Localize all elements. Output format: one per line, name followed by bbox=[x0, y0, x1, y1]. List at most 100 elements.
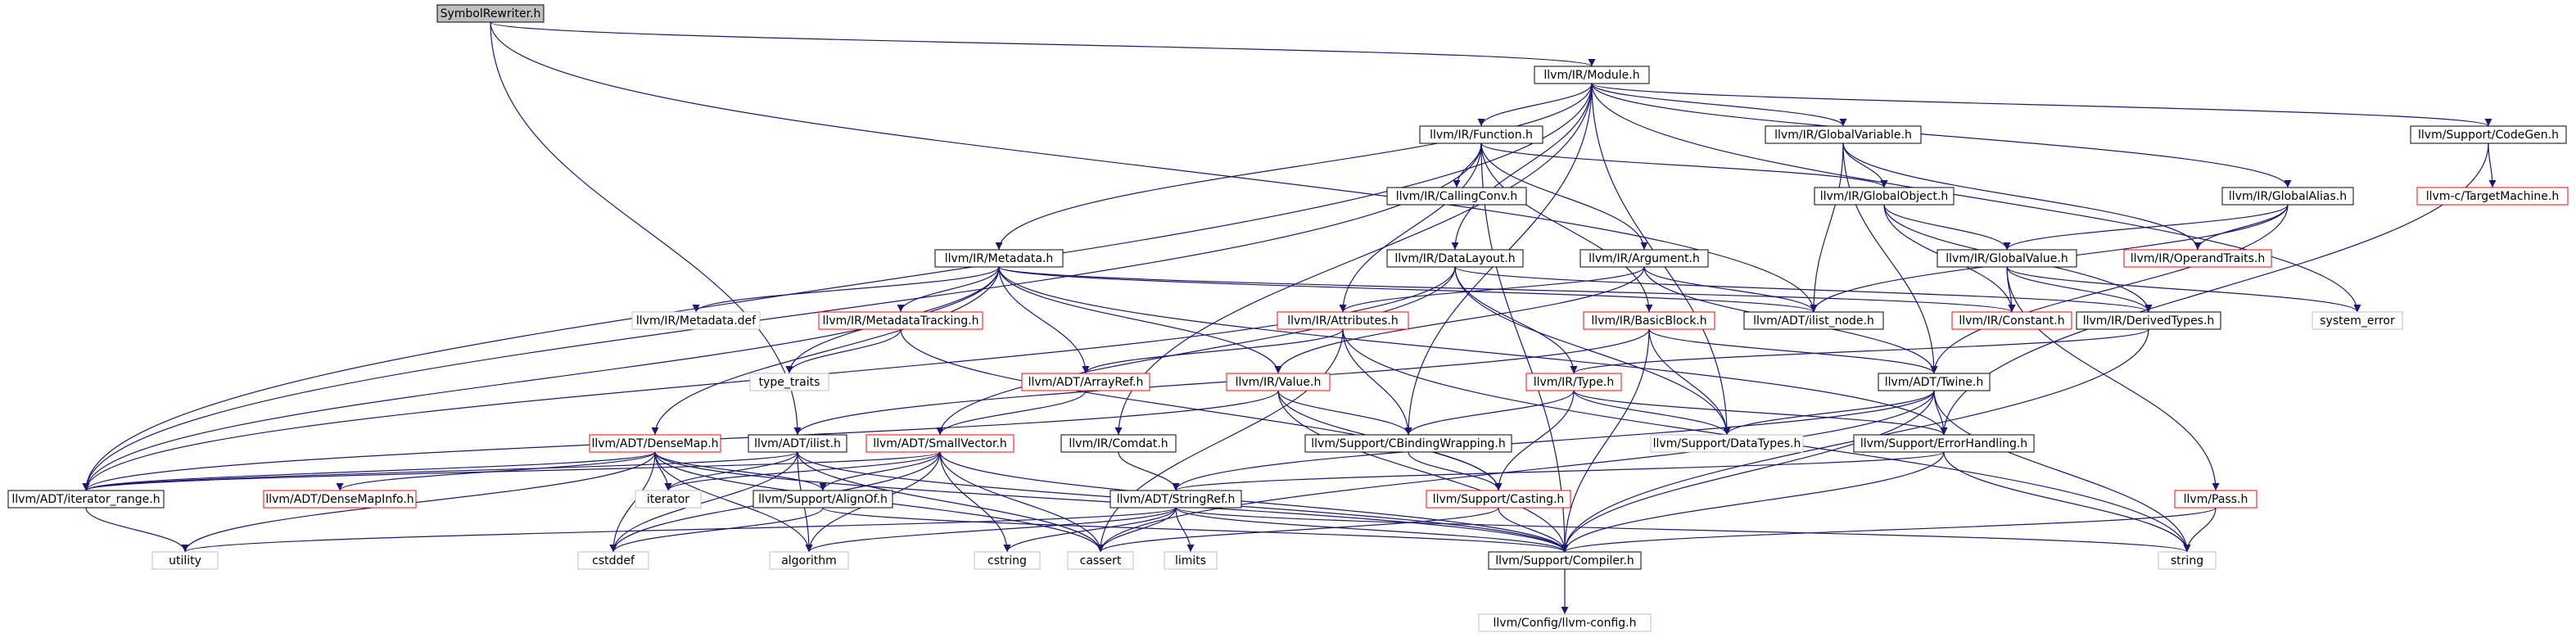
edge-metadata-to-ilistnode bbox=[998, 266, 1818, 313]
node-box bbox=[865, 434, 1015, 453]
edge-casting-to-cassert bbox=[1096, 507, 1499, 553]
node-basicblock[interactable]: llvm/IR/BasicBlock.h bbox=[1583, 311, 1715, 330]
node-arrayref[interactable]: llvm/ADT/ArrayRef.h bbox=[1021, 373, 1150, 391]
node-box bbox=[748, 434, 847, 453]
edge-twine-to-stringref bbox=[1172, 390, 1935, 491]
node-targetmachine[interactable]: llvm-c/TargetMachine.h bbox=[2416, 187, 2569, 206]
edge-metadata-to-value bbox=[998, 266, 1282, 374]
edge-sr-to-module bbox=[490, 21, 1595, 67]
node-box bbox=[2158, 551, 2217, 570]
node-stringref[interactable]: llvm/ADT/StringRef.h bbox=[1109, 490, 1242, 509]
node-twine[interactable]: llvm/ADT/Twine.h bbox=[1878, 373, 1991, 391]
node-datalayout[interactable]: llvm/IR/DataLayout.h bbox=[1386, 249, 1524, 268]
node-function[interactable]: llvm/IR/Function.h bbox=[1419, 125, 1543, 144]
node-errorhandling[interactable]: llvm/Support/ErrorHandling.h bbox=[1853, 434, 2035, 453]
edge-function-to-attributes bbox=[1339, 142, 1482, 313]
node-compiler[interactable]: llvm/Support/Compiler.h bbox=[1488, 551, 1642, 570]
node-cstddef[interactable]: cstddef bbox=[577, 551, 649, 570]
node-string[interactable]: string bbox=[2158, 551, 2217, 570]
edge-smallvector-to-iteratorrange bbox=[82, 451, 941, 491]
node-typetraits[interactable]: type_traits bbox=[749, 373, 829, 391]
node-label: llvm/IR/GlobalObject.h bbox=[1820, 190, 1949, 203]
node-ilistnode[interactable]: llvm/ADT/ilist_node.h bbox=[1743, 311, 1884, 330]
edge-codegen-to-errorhandling bbox=[1940, 142, 2489, 436]
node-ilist[interactable]: llvm/ADT/ilist.h bbox=[748, 434, 847, 453]
node-callingconv[interactable]: llvm/IR/CallingConv.h bbox=[1386, 187, 1527, 206]
node-iteratorrange[interactable]: llvm/ADT/iterator_range.h bbox=[7, 490, 165, 509]
edge-ilist-to-cstddef bbox=[609, 451, 798, 553]
edge-cbindingwrapping-to-casting bbox=[1408, 451, 1503, 491]
node-box bbox=[2076, 311, 2221, 330]
node-box bbox=[589, 434, 721, 453]
node-iterator[interactable]: iterator bbox=[635, 490, 702, 509]
node-label: llvm/ADT/StringRef.h bbox=[1117, 493, 1236, 506]
node-label: llvm/Support/ErrorHandling.h bbox=[1860, 437, 2027, 450]
node-label: system_error bbox=[2320, 314, 2395, 328]
node-label: algorithm bbox=[781, 554, 837, 567]
node-label: llvm/IR/Value.h bbox=[1236, 376, 1322, 389]
edge-function-to-argument bbox=[1480, 142, 1648, 251]
node-derivedtypes[interactable]: llvm/IR/DerivedTypes.h bbox=[2076, 311, 2221, 330]
edge-ilist-to-cassert bbox=[797, 451, 1105, 553]
node-globalalias[interactable]: llvm/IR/GlobalAlias.h bbox=[2221, 187, 2354, 206]
node-box bbox=[631, 311, 761, 330]
node-metadata[interactable]: llvm/IR/Metadata.h bbox=[934, 249, 1064, 268]
node-box bbox=[1878, 373, 1991, 391]
edge-metadata-to-errorhandling bbox=[998, 266, 1948, 436]
edge-smallvector-to-cstring bbox=[939, 451, 1011, 553]
node-cbindingwrapping[interactable]: llvm/Support/CBindingWrapping.h bbox=[1304, 434, 1512, 453]
node-pass[interactable]: llvm/Pass.h bbox=[2174, 490, 2257, 509]
node-globalvariable[interactable]: llvm/IR/GlobalVariable.h bbox=[1765, 125, 1922, 144]
node-label: llvm/IR/MetadataTracking.h bbox=[823, 314, 979, 328]
node-codegen[interactable]: llvm/Support/CodeGen.h bbox=[2410, 125, 2567, 144]
node-label: llvm/Support/CodeGen.h bbox=[2418, 129, 2559, 142]
node-value[interactable]: llvm/IR/Value.h bbox=[1226, 373, 1331, 391]
edge-stringref-to-string bbox=[1175, 507, 2191, 553]
node-label: llvm/ADT/DenseMapInfo.h bbox=[265, 493, 414, 506]
node-module[interactable]: llvm/IR/Module.h bbox=[1534, 66, 1650, 84]
node-box bbox=[1067, 551, 1134, 570]
node-cstring[interactable]: cstring bbox=[974, 551, 1041, 570]
node-label: llvm/IR/Type.h bbox=[1534, 376, 1614, 389]
node-casting[interactable]: llvm/Support/Casting.h bbox=[1426, 490, 1571, 509]
edge-twine-to-string bbox=[1933, 390, 2191, 553]
node-densemap[interactable]: llvm/ADT/DenseMap.h bbox=[589, 434, 721, 453]
node-constant[interactable]: llvm/IR/Constant.h bbox=[1951, 311, 2072, 330]
node-globalvalue[interactable]: llvm/IR/GlobalValue.h bbox=[1937, 249, 2077, 268]
node-box bbox=[1419, 125, 1543, 144]
node-attributes[interactable]: llvm/IR/Attributes.h bbox=[1277, 311, 1409, 330]
node-argument[interactable]: llvm/IR/Argument.h bbox=[1579, 249, 1709, 268]
edge-metadata-to-densemap bbox=[651, 266, 1000, 436]
node-systemerror[interactable]: system_error bbox=[2312, 311, 2403, 330]
node-cassert[interactable]: cassert bbox=[1067, 551, 1134, 570]
node-type[interactable]: llvm/IR/Type.h bbox=[1525, 373, 1622, 391]
node-limits[interactable]: limits bbox=[1164, 551, 1218, 570]
edge-stringref-to-limits bbox=[1175, 507, 1195, 553]
node-datatypes[interactable]: llvm/Support/DataTypes.h bbox=[1650, 434, 1804, 453]
node-label: llvm/Config/llvm-config.h bbox=[1494, 617, 1637, 630]
node-box bbox=[1426, 490, 1571, 509]
node-algorithm[interactable]: algorithm bbox=[769, 551, 849, 570]
node-box bbox=[1579, 249, 1709, 268]
node-operandtraits[interactable]: llvm/IR/OperandTraits.h bbox=[2123, 249, 2272, 268]
node-label: llvm/IR/Comdat.h bbox=[1069, 437, 1168, 450]
edge-globalvariable-to-twine bbox=[1842, 142, 1938, 374]
edge-stringref-to-algorithm bbox=[805, 507, 1177, 553]
node-box bbox=[1951, 311, 2072, 330]
node-densemapinfo[interactable]: llvm/ADT/DenseMapInfo.h bbox=[263, 490, 417, 509]
node-alignof[interactable]: llvm/Support/AlignOf.h bbox=[752, 490, 893, 509]
node-utility[interactable]: utility bbox=[151, 551, 219, 570]
edges bbox=[82, 21, 2497, 614]
node-metadatadef[interactable]: llvm/IR/Metadata.def bbox=[631, 311, 761, 330]
edge-module-to-globalalias bbox=[1591, 83, 2292, 188]
edge-datalayout-to-type bbox=[1454, 266, 1578, 374]
edge-module-to-comdat bbox=[1114, 83, 1593, 436]
edge-globalvariable-to-operandtraits bbox=[1842, 142, 2202, 251]
node-globalobject[interactable]: llvm/IR/GlobalObject.h bbox=[1814, 187, 1955, 206]
node-comdat[interactable]: llvm/IR/Comdat.h bbox=[1060, 434, 1177, 453]
node-llvmconfig[interactable]: llvm/Config/llvm-config.h bbox=[1478, 613, 1652, 632]
node-metadatatracking[interactable]: llvm/IR/MetadataTracking.h bbox=[818, 311, 983, 330]
node-box bbox=[1525, 373, 1622, 391]
node-smallvector[interactable]: llvm/ADT/SmallVector.h bbox=[865, 434, 1015, 453]
node-box bbox=[436, 4, 545, 23]
